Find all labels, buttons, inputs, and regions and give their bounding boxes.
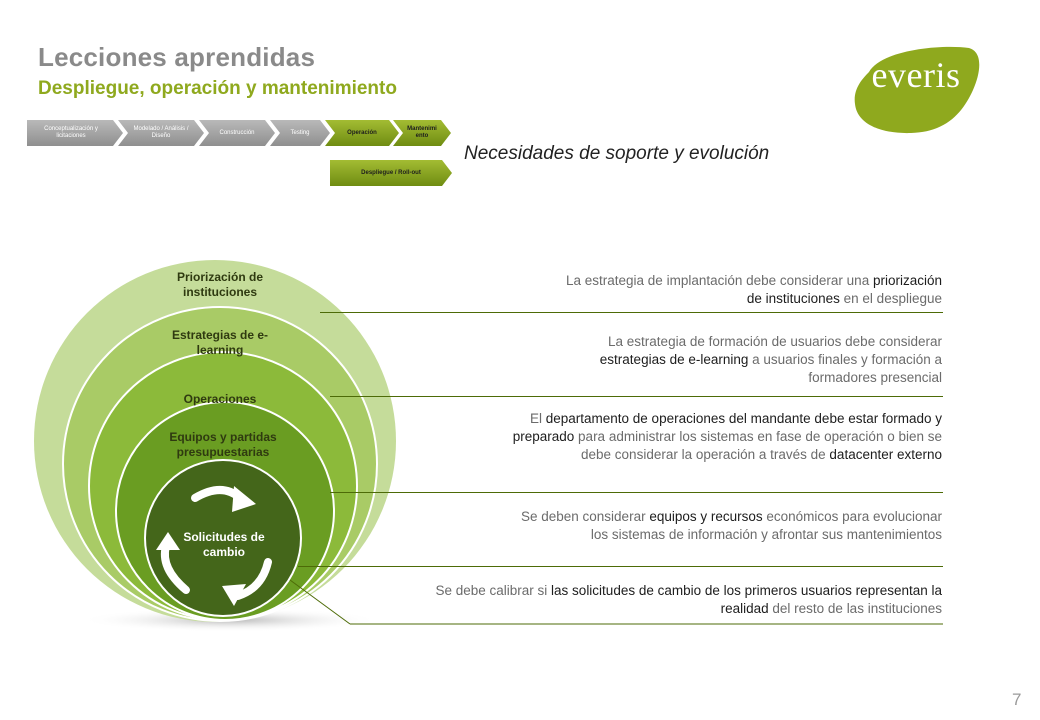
logo-text: everis bbox=[871, 55, 961, 95]
phase-label: Conceptualización y licitaciones bbox=[44, 126, 98, 139]
description-estrategias: La estrategia de formación de usuarios d… bbox=[592, 333, 942, 387]
phase-label: Modelado / Análisis / Diseño bbox=[133, 126, 189, 139]
desc-text: El bbox=[529, 411, 546, 426]
phase-testing[interactable]: Testing bbox=[270, 120, 330, 146]
desc-highlight: datacenter externo bbox=[829, 447, 942, 462]
everis-logo: everis bbox=[851, 42, 981, 134]
desc-text: económicos para evolucionar los sistemas… bbox=[590, 509, 942, 542]
desc-highlight: las solicitudes de cambio de los primero… bbox=[551, 583, 942, 616]
page-title: Lecciones aprendidas bbox=[38, 42, 316, 72]
page-number: 7 bbox=[1012, 690, 1022, 709]
desc-highlight: priorización de instituciones bbox=[746, 273, 942, 306]
ring-label-priorizacion: Priorización de instituciones bbox=[176, 270, 264, 299]
ring-label-solicitudes: Solicitudes de cambio bbox=[183, 530, 265, 559]
desc-text: para administrar los sistemas en fase de… bbox=[574, 429, 942, 462]
desc-text: en el despliegue bbox=[839, 291, 942, 306]
cycle-arrowheads-icon bbox=[156, 486, 256, 606]
desc-text: Se deben considerar bbox=[520, 509, 650, 524]
phase-conceptualizacion[interactable]: Conceptualización y licitaciones bbox=[27, 120, 123, 146]
phase-label: Mantenimi ento bbox=[407, 126, 437, 139]
phase-operacion[interactable]: Operación bbox=[325, 120, 399, 146]
concentric-rings-diagram: Priorización de instituciones Estrategia… bbox=[0, 250, 430, 640]
rings-graphic bbox=[34, 260, 396, 632]
connector-line-3 bbox=[330, 492, 943, 493]
logo-blob-icon bbox=[854, 46, 980, 134]
desc-highlight: estrategias de e-learning bbox=[599, 352, 749, 367]
connector-line-2 bbox=[330, 396, 943, 397]
phase-despliegue[interactable]: Despliegue / Roll-out bbox=[330, 160, 452, 186]
description-solicitudes: Se debe calibrar si las solicitudes de c… bbox=[422, 582, 942, 618]
phase-label: Operación bbox=[347, 129, 377, 136]
desc-text: La estrategia de formación de usuarios d… bbox=[608, 334, 942, 349]
page-subtitle: Despliegue, operación y mantenimiento bbox=[38, 78, 397, 99]
desc-text: Se debe calibrar si bbox=[435, 583, 552, 598]
connector-line-1 bbox=[320, 312, 943, 313]
desc-text: del resto de las instituciones bbox=[768, 601, 942, 616]
phase-label: Despliegue / Roll-out bbox=[361, 169, 421, 176]
phase-modelado[interactable]: Modelado / Análisis / Diseño bbox=[118, 120, 204, 146]
connector-line-4 bbox=[298, 566, 943, 567]
ring-label-estrategias: Estrategias de e-learning bbox=[171, 328, 269, 357]
desc-highlight: equipos y recursos bbox=[649, 509, 763, 524]
ring-label-operaciones: Operaciones bbox=[183, 392, 257, 406]
description-priorizacion: La estrategia de implantación debe consi… bbox=[562, 272, 942, 308]
desc-text: La estrategia de implantación debe consi… bbox=[566, 273, 873, 288]
phase-label: Testing bbox=[290, 129, 310, 136]
ring-label-equipos: Equipos y partidas presupuestarias bbox=[169, 430, 277, 459]
desc-highlight: departamento de operaciones del mandante… bbox=[512, 411, 942, 444]
description-operaciones: El departamento de operaciones del manda… bbox=[482, 410, 942, 464]
phase-label: Construcción bbox=[219, 129, 255, 136]
section-heading: Necesidades de soporte y evolución bbox=[464, 143, 770, 164]
desc-text: a usuarios finales y formación a formado… bbox=[748, 352, 942, 385]
description-equipos: Se deben considerar equipos y recursos e… bbox=[512, 508, 942, 544]
phase-construccion[interactable]: Construcción bbox=[199, 120, 275, 146]
